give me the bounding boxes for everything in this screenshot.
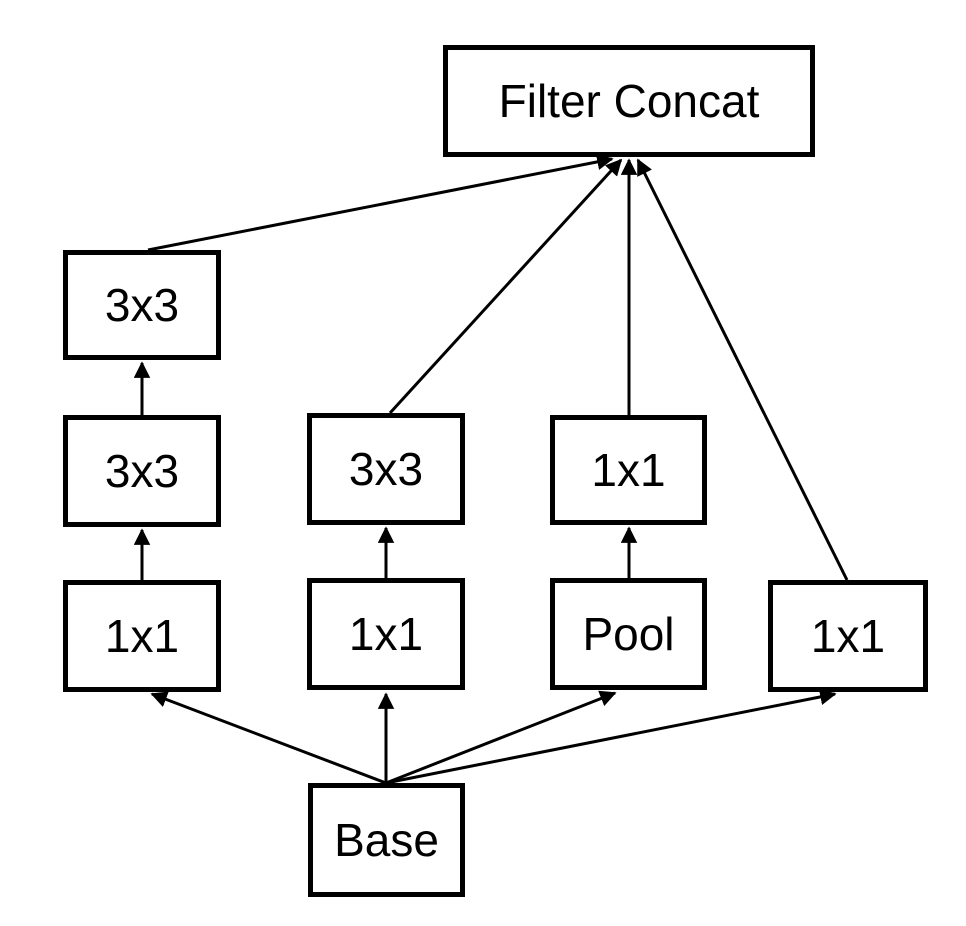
node-branch1-conv3-top: 3x3 xyxy=(63,250,221,360)
node-label: 1x1 xyxy=(810,610,886,662)
node-label: 3x3 xyxy=(104,279,180,331)
node-label: 3x3 xyxy=(104,445,180,497)
edge-branch2-to-concat xyxy=(388,158,623,415)
node-branch3-conv1: 1x1 xyxy=(550,415,707,525)
edge-base-to-branch3-pool xyxy=(385,690,617,785)
node-branch1-conv3-mid: 3x3 xyxy=(63,415,221,527)
edge-base-to-branch1-conv1 xyxy=(150,691,387,785)
node-branch4-conv1: 1x1 xyxy=(768,580,928,692)
edge-branch1-to-concat xyxy=(147,153,614,252)
node-label: 1x1 xyxy=(104,610,180,662)
edge-base-to-branch4-conv1 xyxy=(385,688,837,785)
node-label: Pool xyxy=(582,608,675,660)
node-branch1-conv1: 1x1 xyxy=(63,580,221,692)
node-label: 1x1 xyxy=(591,444,666,496)
node-branch3-pool: Pool xyxy=(550,578,707,690)
node-label: 3x3 xyxy=(348,443,424,495)
node-filter-concat: Filter Concat xyxy=(443,45,815,157)
node-base: Base xyxy=(308,783,465,897)
node-label: Base xyxy=(334,814,439,866)
node-branch2-conv1: 1x1 xyxy=(307,578,465,690)
node-label: 1x1 xyxy=(348,608,424,660)
node-label: Filter Concat xyxy=(498,75,760,127)
node-branch2-conv3: 3x3 xyxy=(307,413,465,525)
edge-branch4-to-concat xyxy=(636,158,849,581)
